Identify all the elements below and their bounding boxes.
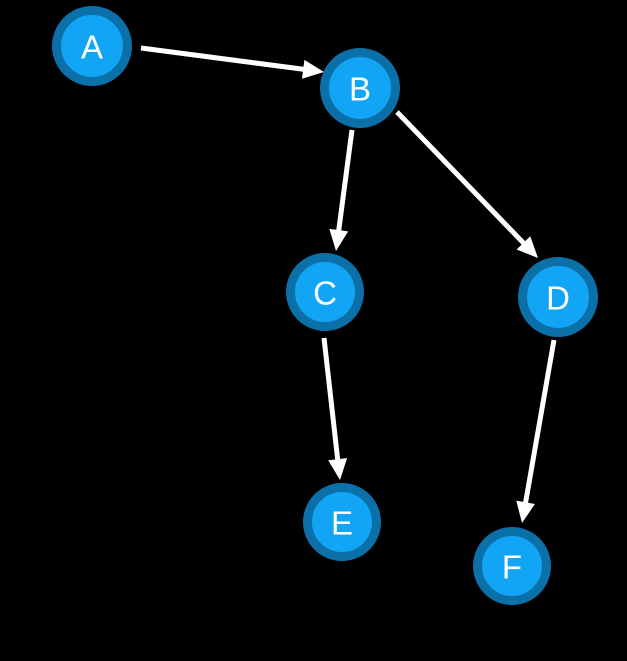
edge-c-e[interactable]: [321, 337, 348, 480]
arrowhead-icon: [301, 59, 324, 79]
arrowhead-icon: [329, 228, 349, 251]
edge-b-d[interactable]: [395, 110, 538, 258]
arrowhead-icon: [516, 236, 538, 258]
node-label: E: [331, 505, 353, 542]
node-label: B: [349, 71, 371, 108]
edge-line: [395, 110, 528, 247]
graph-node-c[interactable]: C: [286, 253, 364, 331]
node-label: D: [546, 280, 570, 317]
edge-line: [335, 129, 355, 234]
node-circle: [52, 6, 132, 86]
graph-node-a[interactable]: A: [52, 6, 132, 86]
edge-line: [522, 339, 557, 506]
graph-node-e[interactable]: E: [303, 483, 381, 561]
arrowhead-icon: [516, 500, 535, 523]
graph-node-f[interactable]: F: [473, 527, 551, 605]
arrowhead-icon: [328, 458, 348, 480]
node-circle: [286, 253, 364, 331]
edge-b-c[interactable]: [329, 129, 355, 251]
graph-node-d[interactable]: D: [518, 257, 598, 337]
edge-line: [140, 45, 307, 73]
edges-layer: [140, 45, 557, 523]
edge-d-f[interactable]: [516, 339, 557, 523]
node-circle: [303, 483, 381, 561]
node-circle: [518, 257, 598, 337]
node-label: C: [313, 275, 337, 312]
node-circle: [320, 48, 400, 128]
edge-a-b[interactable]: [140, 45, 324, 79]
edge-line: [321, 337, 341, 463]
graph-node-b[interactable]: B: [320, 48, 400, 128]
node-label: F: [502, 549, 522, 586]
node-label: A: [81, 29, 103, 66]
node-circle: [473, 527, 551, 605]
nodes-layer: A B C D E F: [52, 6, 598, 605]
